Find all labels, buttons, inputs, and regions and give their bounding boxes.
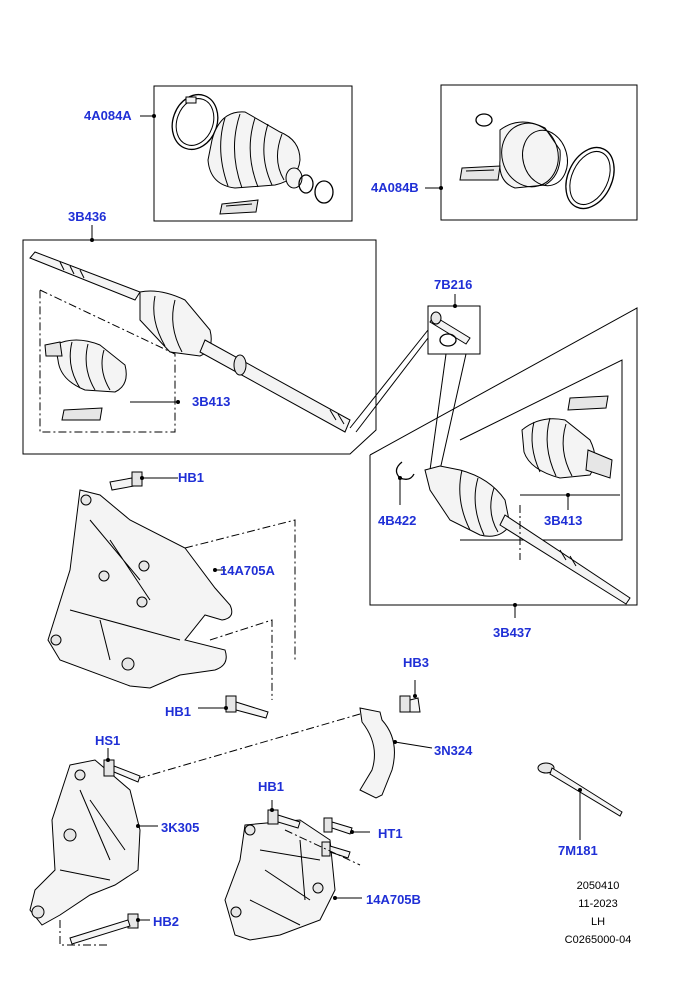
- callout-3k305[interactable]: 3K305: [161, 820, 200, 835]
- callout-ht1[interactable]: HT1: [378, 826, 403, 841]
- callout-7b216[interactable]: 7B216: [434, 277, 473, 292]
- bolt-hb1-mid[interactable]: [198, 619, 273, 719]
- callout-4a084b[interactable]: 4A084B: [371, 180, 419, 195]
- boot-kit-a[interactable]: [140, 85, 353, 222]
- drive-shaft-3b436[interactable]: [22, 225, 377, 455]
- drive-shaft-3b437[interactable]: [369, 307, 638, 618]
- boot-kit-b[interactable]: [425, 84, 638, 221]
- leader-dots: [90, 114, 582, 922]
- callout-hb1-top[interactable]: HB1: [178, 470, 205, 485]
- callout-7m181[interactable]: 7M181: [558, 843, 598, 858]
- callout-hb3[interactable]: HB3: [403, 655, 430, 670]
- callout-hb2[interactable]: HB2: [153, 914, 180, 929]
- callout-3b413-left[interactable]: 3B413: [192, 394, 231, 409]
- drawing-code: 2050410: [576, 880, 620, 892]
- drawing-ref: C0265000-04: [564, 934, 632, 946]
- cable-tie-7m181[interactable]: [537, 762, 623, 840]
- drawing-side: LH: [590, 916, 606, 928]
- callout-4b422[interactable]: 4B422: [378, 513, 417, 528]
- knuckle-3k305[interactable]: [29, 748, 158, 946]
- drawing-date: 11-2023: [578, 898, 618, 910]
- callout-3b413-right[interactable]: 3B413: [544, 513, 583, 528]
- callout-3n324[interactable]: 3N324: [434, 743, 473, 758]
- callout-hs1[interactable]: HS1: [95, 733, 121, 748]
- callout-3b437[interactable]: 3B437: [493, 625, 532, 640]
- callout-3b436[interactable]: 3B436: [68, 209, 107, 224]
- callout-4a084a[interactable]: 4A084A: [84, 108, 132, 123]
- callout-14a705b[interactable]: 14A705B: [366, 892, 421, 907]
- bracket-3n324[interactable]: [139, 680, 433, 799]
- callout-14a705a[interactable]: 14A705A: [220, 563, 275, 578]
- bolt-7b216[interactable]: [349, 294, 481, 471]
- callout-hb1-mid[interactable]: HB1: [165, 704, 192, 719]
- bracket-14a705b[interactable]: [224, 800, 370, 941]
- bracket-14a705a[interactable]: [47, 471, 296, 689]
- callout-hb1-low[interactable]: HB1: [258, 779, 285, 794]
